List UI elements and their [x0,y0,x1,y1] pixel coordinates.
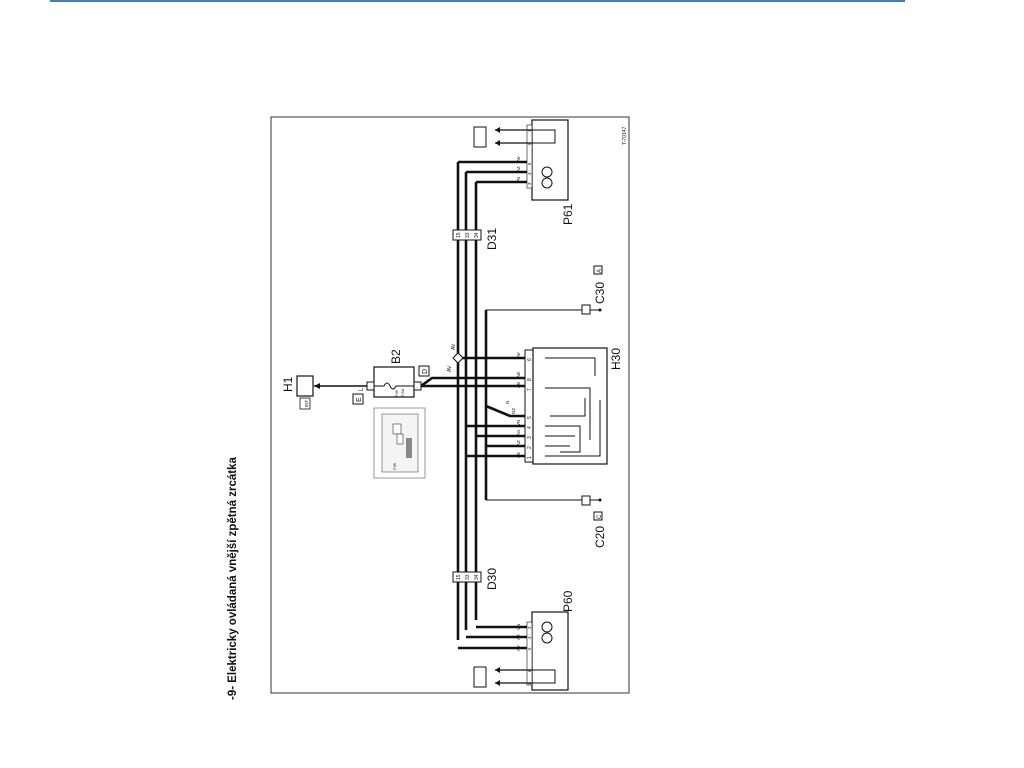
svg-text:3: 3 [527,182,532,185]
svg-text:H1: H1 [281,376,295,392]
svg-text:VN: VN [516,177,521,183]
svg-text:2: 2 [527,446,533,449]
svg-text:AV: AV [516,645,521,651]
svg-text:5: 5 [527,162,532,165]
svg-text:AV: AV [516,156,521,162]
svg-text:L: L [359,387,365,391]
svg-text:7: 7 [527,129,532,132]
p61-right-mirror: P61 7 6 5 4 3 AV AZ VN [473,119,575,225]
svg-text:5: 5 [527,647,532,650]
connector-e [352,393,364,405]
svg-text:AV: AV [447,365,453,372]
svg-text:4: 4 [527,172,532,175]
p60-left-mirror: P60 3 4 5 6 7 VN AZ AV [473,590,575,691]
connector-d [418,365,430,377]
connector-d31: 15 33 34 D31 [452,228,499,250]
svg-text:P60: P60 [561,590,575,612]
svg-text:4: 4 [527,426,533,429]
svg-text:E: E [356,397,363,402]
figure-code: T-70147 [622,126,628,145]
svg-text:N: N [505,401,510,404]
svg-text:F49: F49 [392,462,397,470]
svg-text:7: 7 [527,682,532,685]
svg-text:AZ: AZ [516,440,521,446]
svg-text:6: 6 [527,669,532,672]
svg-text:D31: D31 [485,228,499,250]
connector-d30: 15 33 34 D30 [452,568,499,590]
diagram-frame [270,116,630,694]
svg-text:AG: AG [516,429,521,436]
svg-text:C: C [597,514,603,519]
ground-c30: C30 A [581,265,607,315]
svg-text:7: 7 [527,388,533,391]
b2-fuse-box: B2 F49 7,5A [366,349,422,398]
h30-mirror-switch: H30 6 8 7 5 4 3 2 1 AV AB AB NZ VN AG AZ… [505,347,623,465]
svg-text:A: A [597,269,603,273]
svg-text:AZ: AZ [516,634,521,640]
svg-text:B2: B2 [389,349,403,364]
fuse-panel-illustration: F49 [373,407,426,479]
svg-text:3: 3 [527,626,532,629]
svg-text:15: 15 [456,232,462,238]
svg-text:H30: H30 [609,348,623,370]
svg-text:1: 1 [527,456,533,459]
svg-text:VN: VN [516,420,521,426]
svg-text:D30: D30 [485,568,499,590]
svg-text:3: 3 [527,436,533,439]
svg-text:33: 33 [465,574,471,580]
svg-text:34: 34 [474,232,480,238]
svg-text:15: 15 [456,574,462,580]
svg-text:AB: AB [516,372,521,378]
svg-text:C30: C30 [593,282,607,304]
svg-text:NZ: NZ [511,408,516,414]
svg-text:AZ: AZ [516,166,521,172]
svg-text:5: 5 [527,416,533,419]
svg-text:C20: C20 [593,526,607,548]
ground-c20: C20 C [581,495,607,548]
svg-text:ZB: ZB [516,452,521,458]
h1-switch: H1 INT [281,375,314,410]
diagram-title: -9- Elektricky ovládaná vnější zpětná zr… [227,457,239,700]
svg-text:AB: AB [516,382,521,388]
svg-text:6: 6 [527,358,533,361]
svg-text:8: 8 [527,378,533,381]
svg-text:D: D [422,369,429,374]
svg-text:P61: P61 [561,203,575,225]
svg-text:AV: AV [516,352,521,358]
svg-text:6: 6 [527,142,532,145]
svg-text:F49: F49 [394,389,399,397]
svg-text:INT: INT [304,400,309,408]
svg-text:34: 34 [474,574,480,580]
svg-text:33: 33 [465,232,471,238]
svg-text:AV: AV [451,343,457,350]
svg-text:7,5A: 7,5A [400,388,405,397]
svg-text:4: 4 [527,636,532,639]
svg-text:VN: VN [516,624,521,630]
